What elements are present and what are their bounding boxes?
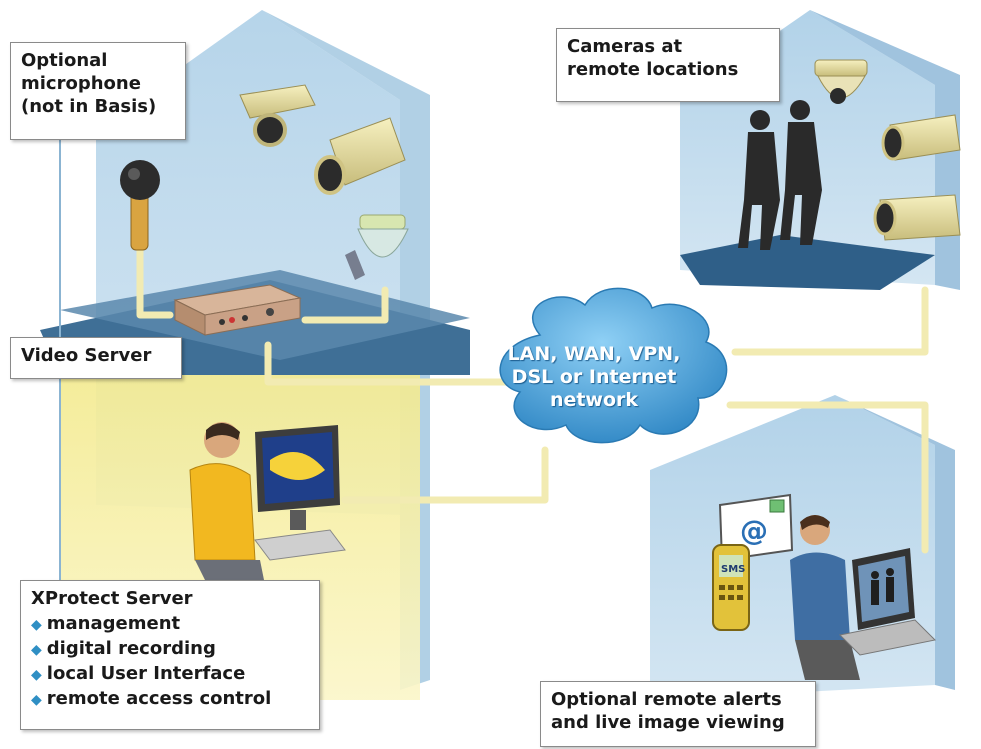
bullet-icon: ◆ (31, 642, 42, 658)
camera-icon (239, 84, 316, 147)
bullet-icon: ◆ (31, 692, 42, 708)
cable-server-network (264, 341, 509, 386)
cameras-label-line: Cameras at (567, 36, 683, 57)
monitor-icon (254, 425, 346, 561)
laptop-icon (838, 548, 937, 656)
dome-camera-icon (814, 59, 868, 104)
camera-icon (881, 114, 961, 161)
microphone-label: Optional microphone (not in Basis) (10, 42, 186, 140)
network-cloud (499, 287, 728, 444)
mobile-phone-icon: SMS (712, 544, 750, 631)
remote-house-floor (680, 235, 935, 290)
camera-icon (314, 117, 406, 195)
network-label-line: LAN, WAN, VPN, (507, 343, 681, 365)
remote-alerts-label: Optional remote alerts and live image vi… (540, 681, 816, 747)
camera-icon (873, 194, 961, 241)
network-label: LAN, WAN, VPN, DSL or Internet network (494, 343, 694, 412)
cameras-label: Cameras at remote locations (556, 28, 780, 102)
list-item: ◆management (31, 612, 309, 637)
dome-camera-icon (345, 214, 409, 280)
bullet-icon: ◆ (31, 617, 42, 633)
feature-text: management (46, 613, 181, 634)
network-label-line: DSL or Internet (511, 366, 677, 388)
cable-microphone-server (136, 246, 174, 319)
xprotect-feature-list: ◆management ◆digital recording ◆local Us… (31, 612, 309, 712)
remote-alerts-line: and live image viewing (551, 712, 785, 733)
list-item: ◆digital recording (31, 637, 309, 662)
microphone-label-line: microphone (21, 73, 141, 94)
cloud-icon (499, 287, 728, 444)
person-icon (790, 515, 860, 680)
video-server-icon (173, 284, 302, 336)
list-item: ◆local User Interface (31, 662, 309, 687)
email-icon: @ (718, 493, 794, 562)
microphone-icon (120, 160, 160, 251)
microphone-label-line: Optional (21, 50, 108, 71)
cable-xprotect-network (341, 446, 549, 504)
cameras-label-line: remote locations (567, 59, 739, 80)
remote-house-side-wall (810, 10, 960, 290)
microphone-label-line: (not in Basis) (21, 96, 157, 117)
email-symbol: @ (740, 514, 768, 547)
cables (136, 246, 929, 554)
viewing-house-side-wall (835, 395, 955, 690)
xprotect-server-label: XProtect Server ◆management ◆digital rec… (20, 580, 320, 730)
network-label-line: network (549, 389, 639, 411)
bullet-icon: ◆ (31, 667, 42, 683)
sms-text: SMS (721, 564, 745, 575)
video-server-label: Video Server (10, 337, 182, 379)
cable-camera-server (301, 286, 389, 324)
feature-text: digital recording (46, 638, 216, 659)
feature-text: remote access control (46, 688, 272, 709)
silhouette-icon (738, 100, 822, 250)
cable-remote-viewing (726, 401, 929, 554)
feature-text: local User Interface (46, 663, 246, 684)
remote-alerts-line: Optional remote alerts (551, 689, 782, 710)
cable-remote-cameras (731, 286, 929, 356)
xprotect-title: XProtect Server (31, 588, 193, 609)
video-server-label-text: Video Server (21, 345, 152, 366)
list-item: ◆remote access control (31, 687, 309, 712)
